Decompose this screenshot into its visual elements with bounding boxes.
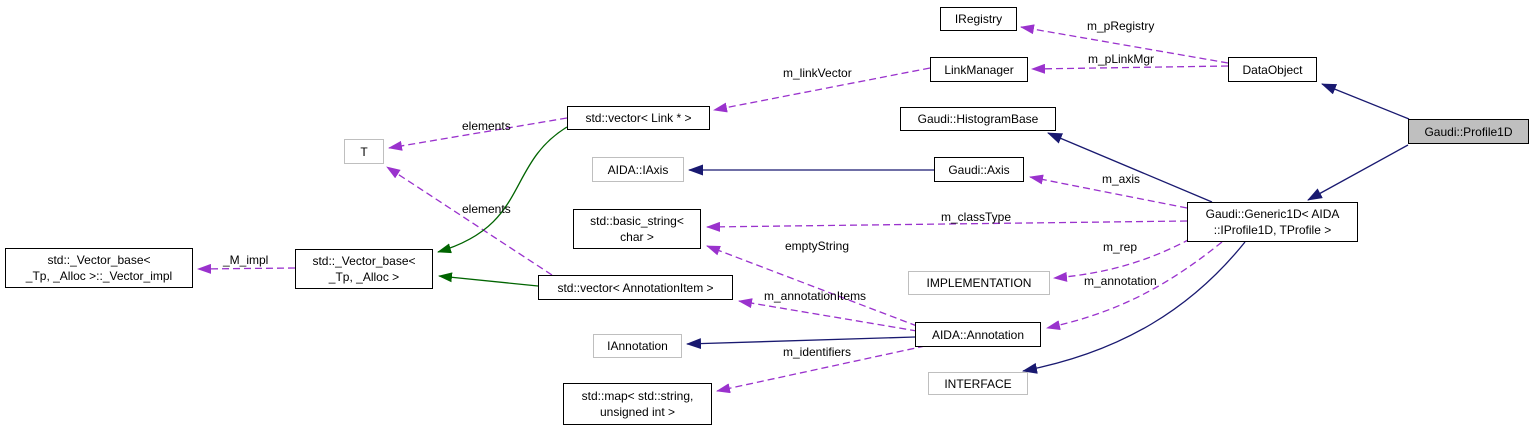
- node-basic-string[interactable]: std::basic_string< char >: [573, 209, 701, 249]
- edge-generic1d-annotation: [1046, 241, 1223, 331]
- edge-vectorbase-impl: [197, 263, 296, 274]
- node-vector-base-impl[interactable]: std::_Vector_base< _Tp, _Alloc >::_Vecto…: [5, 248, 193, 288]
- edge-label-m-annotation: m_annotation: [1084, 274, 1157, 288]
- node-aida-annotation[interactable]: AIDA::Annotation: [915, 322, 1041, 347]
- edge-label-m-rep: m_rep: [1103, 240, 1138, 254]
- edge-label-elements-1: elements: [462, 119, 511, 133]
- edge-label-m-axis: m_axis: [1102, 172, 1141, 186]
- node-aida-iaxis: AIDA::IAxis: [592, 157, 684, 182]
- edge-generic1d-interface: [1022, 241, 1246, 374]
- edge-annotation-map: [716, 345, 926, 394]
- edge-label-m-annotationitems: m_annotationItems: [764, 289, 867, 303]
- edge-vectorlink-vectorbase: [437, 126, 568, 254]
- node-vector-link[interactable]: std::vector< Link * >: [567, 106, 710, 130]
- edge-generic1d-histogrambase: [1047, 132, 1213, 203]
- edge-annotation-iannotation: [686, 336, 916, 350]
- edge-dataobject-linkmanager: [1031, 63, 1229, 74]
- edge-label-m-impl: _M_impl: [223, 253, 269, 267]
- edge-label-elements-2: elements: [462, 202, 511, 216]
- edge-profile1d-dataobject: [1321, 83, 1410, 120]
- edge-dataobject-iregistry: [1020, 24, 1229, 64]
- node-implementation: IMPLEMENTATION: [908, 271, 1050, 295]
- edge-vectorannotation-vectorbase: [438, 272, 539, 287]
- edge-linkmanager-vectorlink: [713, 67, 931, 113]
- node-std-map[interactable]: std::map< std::string, unsigned int >: [563, 383, 712, 425]
- node-gaudi-axis[interactable]: Gaudi::Axis: [934, 157, 1024, 182]
- edge-annotation-basicstring: [706, 245, 918, 327]
- edge-profile1d-generic1d: [1307, 144, 1409, 201]
- node-iregistry[interactable]: IRegistry: [940, 7, 1017, 31]
- node-dataobject[interactable]: DataObject: [1228, 57, 1317, 82]
- node-gaudi-profile1d: Gaudi::Profile1D: [1408, 119, 1529, 144]
- edge-label-m-classtype: m_classType: [941, 210, 1012, 224]
- edge-generic1d-axis: [1029, 174, 1188, 209]
- node-gaudi-histogrambase[interactable]: Gaudi::HistogramBase: [900, 107, 1056, 131]
- edge-label-m-identifiers: m_identifiers: [783, 345, 852, 359]
- node-vector-base[interactable]: std::_Vector_base< _Tp, _Alloc >: [295, 249, 433, 289]
- node-gaudi-generic1d[interactable]: Gaudi::Generic1D< AIDA ::IProfile1D, TPr…: [1187, 202, 1358, 242]
- edge-label-m-linkvector: m_linkVector: [783, 66, 852, 80]
- node-vector-annotationitem[interactable]: std::vector< AnnotationItem >: [538, 275, 733, 300]
- node-linkmanager[interactable]: LinkManager: [930, 57, 1028, 82]
- edge-vectorlink-t: [388, 117, 568, 151]
- edge-label-m-plinkmgr: m_pLinkMgr: [1088, 52, 1155, 66]
- edge-label-m-pregistry: m_pRegistry: [1087, 19, 1155, 33]
- edge-label-emptystring: emptyString: [785, 239, 850, 253]
- node-iannotation: IAnnotation: [593, 334, 682, 358]
- edge-generic1d-basicstring: [706, 220, 1188, 232]
- node-t: T: [344, 139, 384, 164]
- node-interface: INTERFACE: [928, 372, 1028, 395]
- edge-generic1d-implementation: [1053, 238, 1191, 282]
- edge-annotation-vectorannotation: [738, 298, 918, 332]
